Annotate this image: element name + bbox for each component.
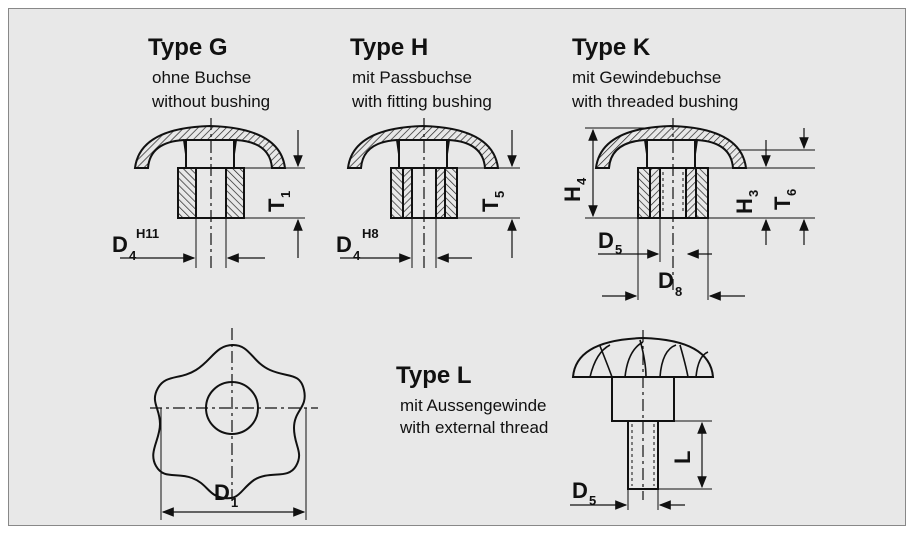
type-l-group: Type L mit Aussengewinde with external t… <box>396 330 715 510</box>
type-h-group: Type H mit Passbuchse with fitting bushi… <box>336 34 520 268</box>
svg-text:8: 8 <box>675 284 682 299</box>
type-g-line1: ohne Buchse <box>152 68 251 87</box>
type-g-title: Type G <box>148 34 228 61</box>
svg-text:H11: H11 <box>136 226 159 241</box>
svg-text:T: T <box>478 198 503 212</box>
type-l-line1: mit Aussengewinde <box>400 396 546 415</box>
svg-text:H: H <box>560 186 585 202</box>
type-l-dim-l: L <box>670 451 695 464</box>
type-h-line1: mit Passbuchse <box>352 68 472 87</box>
svg-text:1: 1 <box>278 191 293 198</box>
svg-text:1: 1 <box>231 495 238 510</box>
svg-text:D: D <box>112 232 128 257</box>
svg-text:D: D <box>572 478 588 503</box>
svg-text:4: 4 <box>129 248 137 263</box>
top-view-drawing <box>150 328 318 520</box>
svg-text:H8: H8 <box>362 226 379 241</box>
svg-text:L: L <box>670 451 695 464</box>
svg-text:D: D <box>598 228 614 253</box>
svg-text:D: D <box>336 232 352 257</box>
type-g-section-drawing <box>120 118 305 268</box>
type-k-dim-t6: T 6 <box>770 189 799 210</box>
type-l-line2: with external thread <box>399 418 548 437</box>
type-g-group: Type G ohne Buchse without bushing <box>112 34 305 268</box>
type-h-section-drawing <box>340 118 520 268</box>
type-k-line2: with threaded bushing <box>571 92 738 111</box>
type-l-title: Type L <box>396 362 472 389</box>
type-h-dim-d: D 4 H8 <box>336 226 379 263</box>
type-k-dim-h4: H 4 <box>560 177 589 202</box>
svg-text:4: 4 <box>353 248 361 263</box>
svg-text:4: 4 <box>574 177 589 185</box>
type-h-title: Type H <box>350 34 428 61</box>
type-k-group: Type K mit Gewindebuchse with threaded b… <box>560 34 815 301</box>
type-g-line2: without bushing <box>151 92 270 111</box>
type-l-side-drawing <box>570 330 715 510</box>
svg-text:3: 3 <box>746 190 761 197</box>
svg-text:T: T <box>264 198 289 212</box>
type-k-dim-h3: H 3 <box>732 190 761 214</box>
type-k-section-drawing <box>585 118 815 301</box>
svg-text:H: H <box>732 198 757 214</box>
type-h-line2: with fitting bushing <box>351 92 492 111</box>
type-g-dim-d: D 4 H11 <box>112 226 159 263</box>
type-k-dim-d8: D 8 <box>658 268 682 299</box>
svg-text:5: 5 <box>589 493 596 508</box>
top-view-dim-d1: D 1 <box>214 480 238 510</box>
type-k-title: Type K <box>572 34 651 61</box>
svg-text:D: D <box>214 480 230 505</box>
type-k-line1: mit Gewindebuchse <box>572 68 721 87</box>
svg-text:T: T <box>770 196 795 210</box>
svg-text:D: D <box>658 268 674 293</box>
type-l-dim-d5: D 5 <box>572 478 596 508</box>
svg-text:6: 6 <box>784 189 799 196</box>
top-view-group: D 1 <box>150 328 318 520</box>
svg-text:5: 5 <box>492 191 507 198</box>
type-k-dim-d5: D 5 <box>598 228 622 257</box>
type-g-dim-t: T 1 <box>264 191 293 212</box>
type-h-dim-t: T 5 <box>478 191 507 212</box>
svg-text:5: 5 <box>615 242 622 257</box>
